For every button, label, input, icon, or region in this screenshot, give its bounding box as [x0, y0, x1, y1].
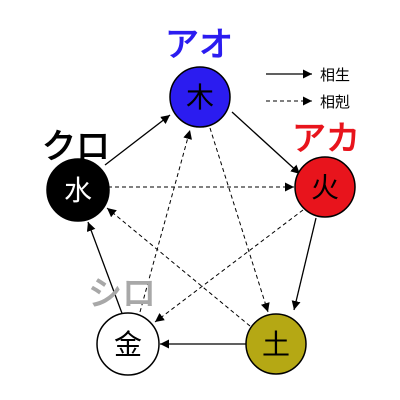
- arrow-metal-to-wood: [139, 129, 192, 313]
- node-fire-circle: [294, 156, 356, 218]
- arrow-fire-to-earth: [291, 217, 317, 311]
- node-metal-char: 金: [114, 328, 142, 361]
- node-water-char: 水: [64, 174, 92, 207]
- legend: 相生 相剋: [266, 66, 350, 111]
- arrow-wood-to-earth: [209, 127, 270, 313]
- node-metal: 金: [96, 312, 160, 376]
- arrow-wood-to-fire: [231, 111, 301, 175]
- node-water: 水: [46, 158, 110, 222]
- arrow-fire-to-metal: [154, 209, 304, 323]
- legend-dashed-label: 相剋: [320, 93, 350, 111]
- legend-solid-label: 相生: [320, 66, 350, 84]
- node-fire-char: 火: [311, 171, 339, 204]
- node-earth-char: 土: [262, 328, 290, 361]
- label-ao: アオ: [165, 25, 233, 65]
- node-earth: 土: [245, 313, 307, 375]
- node-wood: 木: [169, 66, 231, 128]
- controlling-cycle-arrows: [106, 127, 304, 327]
- arrow-earth-to-water: [106, 207, 251, 327]
- generating-cycle-arrows: [86, 111, 317, 349]
- node-wood-circle: [169, 66, 231, 128]
- node-wood-char: 木: [186, 81, 214, 114]
- arrow-water-to-wood: [104, 114, 171, 166]
- node-fire: 火: [294, 156, 356, 218]
- label-aka: アカ: [292, 119, 360, 159]
- arrow-metal-to-water: [86, 221, 124, 317]
- label-shiro: シロ: [88, 274, 156, 314]
- node-water-circle: [46, 158, 110, 222]
- node-metal-circle: [96, 312, 160, 376]
- node-earth-circle: [245, 313, 307, 375]
